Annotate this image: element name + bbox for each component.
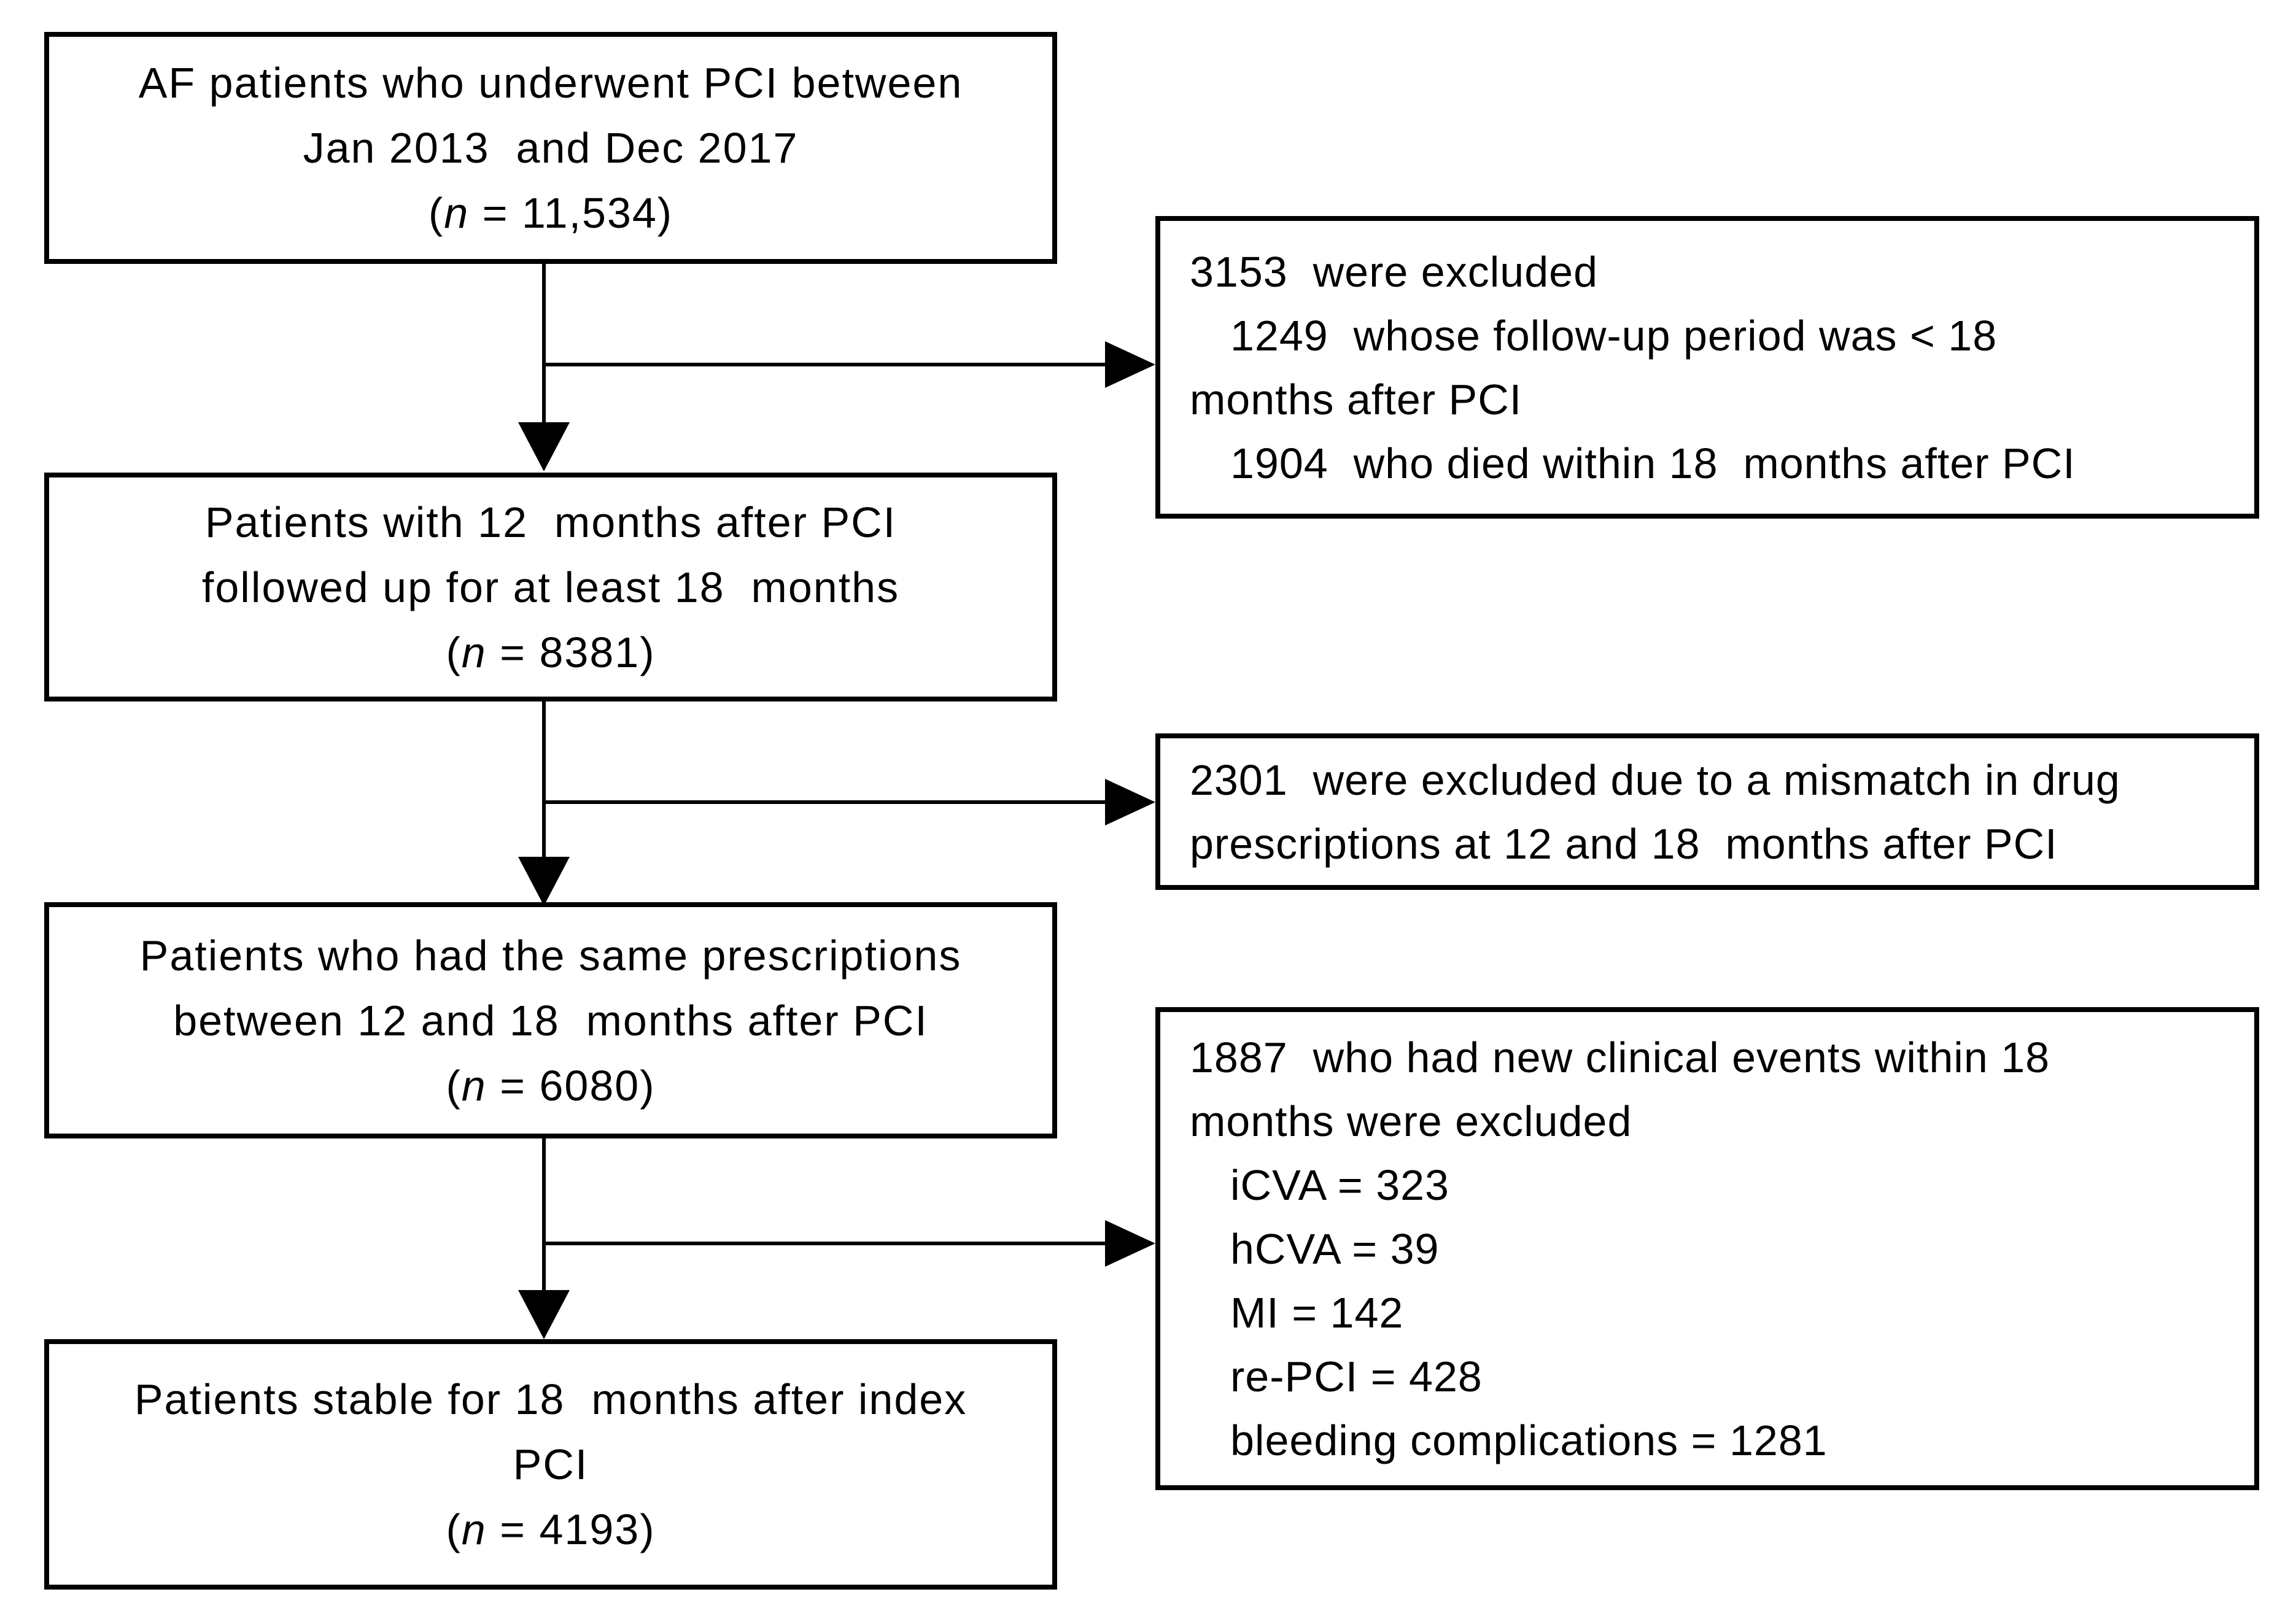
box-excluded-3153: 3153 were excluded 1249 whose follow-up … [1155, 216, 2259, 519]
connector-line-horizontal-3 [544, 1242, 1106, 1245]
box-text-line: PCI [513, 1440, 589, 1488]
box-text-line: hCVA = 39 [1230, 1224, 1440, 1273]
arrow-right-icon-3 [1105, 1220, 1155, 1267]
box-text-line: Patients who had the same prescriptions [139, 931, 962, 980]
box-text-line: 1249 whose follow-up period was < 18 [1230, 311, 1998, 360]
connector-line-vertical-2 [542, 701, 546, 859]
connector-line-horizontal-1 [544, 363, 1106, 366]
arrow-right-icon-1 [1105, 341, 1155, 388]
n-open: ( [446, 628, 462, 676]
n-count: (n = 11,534) [49, 180, 1052, 245]
n-variable: n [461, 1505, 487, 1553]
arrow-down-icon-1 [518, 422, 570, 471]
box-excluded-1887: 1887 who had new clinical events within … [1155, 1007, 2259, 1490]
box-same-prescriptions-cohort: Patients who had the same prescriptions … [44, 902, 1057, 1138]
box-text-line: between 12 and 18 months after PCI [173, 996, 928, 1045]
box-initial-cohort: AF patients who underwent PCI between Ja… [44, 32, 1057, 264]
box-text-line: Jan 2013 and Dec 2017 [303, 124, 799, 172]
box-text-line: followed up for at least 18 months [201, 563, 900, 611]
n-value: = 8381) [486, 628, 656, 676]
connector-line-horizontal-2 [544, 800, 1106, 804]
box-text-line: 2301 were excluded due to a mismatch in … [1190, 756, 2120, 804]
n-open: ( [446, 1505, 462, 1553]
n-open: ( [428, 189, 444, 237]
box-text-line: AF patients who underwent PCI between [138, 59, 963, 107]
n-count: (n = 4193) [49, 1497, 1052, 1562]
box-text-line: Patients stable for 18 months after inde… [134, 1375, 968, 1423]
box-text-line: months after PCI [1190, 375, 1522, 423]
box-text-line: MI = 142 [1230, 1288, 1404, 1337]
box-text-line: 1904 who died within 18 months after PCI [1230, 439, 2076, 487]
n-count: (n = 8381) [49, 620, 1052, 685]
box-text-line: iCVA = 323 [1230, 1161, 1449, 1209]
n-variable: n [461, 628, 487, 676]
n-value: = 6080) [486, 1061, 656, 1110]
connector-line-vertical-3 [542, 1138, 546, 1293]
box-text-line: prescriptions at 12 and 18 months after … [1190, 819, 2058, 868]
n-variable: n [444, 189, 470, 237]
box-stable-cohort: Patients stable for 18 months after inde… [44, 1339, 1057, 1590]
n-variable: n [461, 1061, 487, 1110]
arrow-down-icon-2 [518, 857, 570, 906]
box-text-line: 1887 who had new clinical events within … [1190, 1033, 2050, 1081]
n-value: = 4193) [486, 1505, 656, 1553]
arrow-right-icon-2 [1105, 779, 1155, 825]
box-text-line: bleeding complications = 1281 [1230, 1416, 1828, 1464]
box-text-line: re-PCI = 428 [1230, 1352, 1483, 1401]
n-count: (n = 6080) [49, 1053, 1052, 1118]
box-text-line: Patients with 12 months after PCI [204, 498, 897, 546]
n-open: ( [446, 1061, 462, 1110]
box-text-line: months were excluded [1190, 1097, 1632, 1145]
n-value: = 11,534) [469, 189, 673, 237]
connector-line-vertical-1 [542, 264, 546, 423]
arrow-down-icon-3 [518, 1290, 570, 1339]
box-excluded-2301: 2301 were excluded due to a mismatch in … [1155, 733, 2259, 890]
box-followed-up-cohort: Patients with 12 months after PCI follow… [44, 473, 1057, 701]
box-text-line: 3153 were excluded [1190, 247, 1598, 296]
